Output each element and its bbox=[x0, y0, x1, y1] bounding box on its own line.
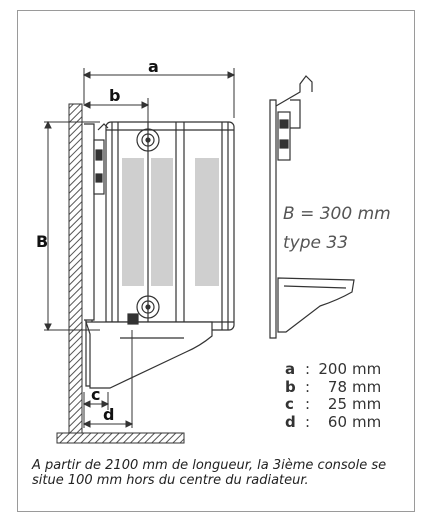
legend-separator: : bbox=[305, 395, 311, 413]
legend-row: a : 200 mm bbox=[285, 360, 382, 379]
legend-value: 78 bbox=[327, 377, 347, 396]
legend-key: a bbox=[285, 360, 296, 378]
legend-row: c : 25 mm bbox=[285, 395, 382, 414]
legend-separator: : bbox=[305, 412, 311, 431]
legend-separator: : bbox=[305, 360, 311, 378]
legend-unit: mm bbox=[352, 395, 382, 413]
dimension-label-a: a bbox=[148, 57, 159, 76]
radiator-panels bbox=[122, 158, 219, 286]
wall-hatch bbox=[68, 103, 83, 441]
floor-hatch bbox=[56, 432, 185, 444]
legend-unit: mm bbox=[352, 412, 382, 431]
wall-bracket bbox=[84, 123, 109, 387]
dimension-label-c: c bbox=[91, 385, 101, 404]
dimension-label-d: d bbox=[103, 405, 115, 424]
bottom-connection bbox=[136, 295, 160, 319]
legend-separator: : bbox=[305, 377, 311, 396]
legend-value: 200 bbox=[318, 360, 347, 378]
legend-row: d : 60 mm bbox=[285, 412, 382, 432]
side-view-bracket bbox=[269, 75, 355, 339]
spec-type: type 33 bbox=[283, 233, 349, 253]
legend-unit: mm bbox=[352, 360, 382, 378]
legend-key: c bbox=[285, 395, 294, 413]
top-connection bbox=[136, 128, 160, 152]
dimension-legend: a : 200 mm b : 78 mm c : 25 mm d : 60 mm bbox=[285, 360, 382, 432]
spec-width: B = 300 mm bbox=[283, 204, 391, 224]
footnote: A partir de 2100 mm de longueur, la 3ièm… bbox=[32, 458, 387, 488]
legend-row: b : 78 mm bbox=[285, 377, 382, 397]
legend-key: d bbox=[285, 412, 296, 431]
dimension-label-B: B bbox=[36, 232, 49, 251]
dimension-label-b: b bbox=[109, 86, 121, 105]
support-console bbox=[85, 313, 213, 389]
legend-unit: mm bbox=[352, 377, 382, 396]
legend-key: b bbox=[285, 377, 296, 396]
legend-value: 25 bbox=[327, 395, 347, 413]
legend-value: 60 bbox=[327, 412, 347, 431]
dimension-lines bbox=[44, 68, 236, 428]
